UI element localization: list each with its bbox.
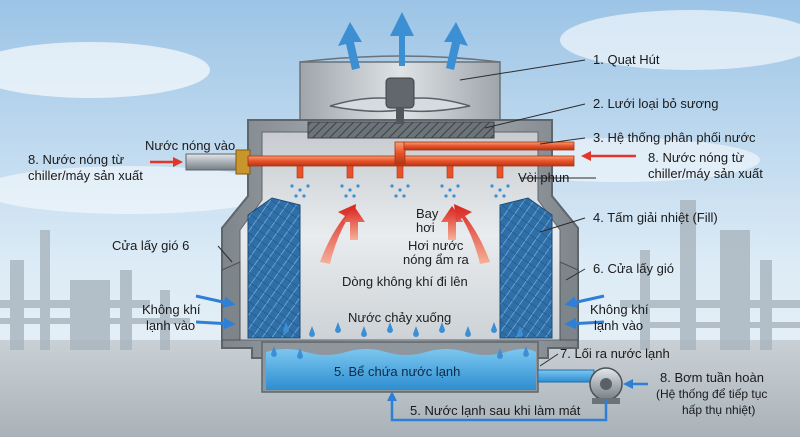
label-pump-3: hấp thụ nhiệt) xyxy=(682,403,755,417)
refinery-right xyxy=(620,200,800,350)
label-cold-air-left-1: Không khí xyxy=(142,302,201,317)
leader-lines xyxy=(217,59,596,367)
label-cold-outlet: 7. Lối ra nước lạnh xyxy=(560,346,670,361)
label-distribution: 3. Hệ thống phân phối nước xyxy=(593,130,756,145)
label-nozzle: Vòi phun xyxy=(518,170,569,185)
label-hot-left-1: 8. Nước nóng từ xyxy=(28,152,124,167)
fill-media-right xyxy=(499,197,553,339)
label-evap-2: hơi xyxy=(416,220,435,235)
distribution-pipe xyxy=(247,155,575,167)
falling-water-drops xyxy=(271,322,529,359)
label-pump-1: 8. Bơm tuần hoàn xyxy=(660,370,764,385)
label-hot-right-2: chiller/máy sản xuất xyxy=(648,166,763,181)
labels: 1. Quạt Hút 2. Lưới loại bỏ sương 3. Hệ … xyxy=(28,52,767,418)
label-drift-eliminator: 2. Lưới loại bỏ sương xyxy=(593,96,719,111)
pump-icon xyxy=(589,367,623,404)
nozzle-icon xyxy=(296,165,504,179)
label-basin: 5. Bể chứa nước lạnh xyxy=(334,364,460,379)
cooling-tower xyxy=(221,55,579,393)
exhaust-arrows xyxy=(338,12,468,70)
fill-media-left xyxy=(247,197,301,339)
label-vapor-1: Hơi nước xyxy=(408,238,464,253)
label-evap-1: Bay xyxy=(416,206,439,221)
fan-icon xyxy=(329,77,471,124)
label-hot-right-1: 8. Nước nóng từ xyxy=(648,150,744,165)
spray-drops xyxy=(290,184,510,198)
label-inlet-right: 6. Cửa lấy gió xyxy=(593,261,674,276)
label-cold-air-right-1: Không khí xyxy=(590,302,649,317)
label-hot-left-2: chiller/máy sản xuất xyxy=(28,168,143,183)
outlet-pipe xyxy=(537,369,595,383)
label-fan: 1. Quạt Hút xyxy=(593,52,660,67)
hot-inlet-arrows xyxy=(150,151,636,167)
hot-water-piping xyxy=(150,141,636,198)
riser-pipe xyxy=(394,141,406,165)
cold-air-arrows xyxy=(195,294,605,330)
label-airflow: Dòng không khí đi lên xyxy=(342,274,468,289)
return-pipe xyxy=(387,391,608,422)
drift-eliminator xyxy=(307,121,495,139)
label-cold-air-left-2: lạnh vào xyxy=(146,318,195,333)
label-fill: 4. Tấm giải nhiệt (Fill) xyxy=(593,210,718,225)
inlet-pipe-left xyxy=(185,153,239,171)
rising-vapor-arrows xyxy=(320,204,490,264)
cold-water-circuit xyxy=(387,367,648,422)
label-inlet-left: Cửa lấy gió 6 xyxy=(112,238,189,253)
label-pump-2: (Hệ thống để tiếp tục xyxy=(656,387,767,401)
label-hot-in-top: Nước nóng vào xyxy=(145,138,235,153)
label-return-line: 5. Nước lạnh sau khi làm mát xyxy=(410,403,581,418)
label-cold-air-right-2: lạnh vào xyxy=(594,318,643,333)
label-water-down: Nước chảy xuống xyxy=(348,310,451,325)
refinery-left xyxy=(0,230,190,350)
label-vapor-2: nóng ẩm ra xyxy=(403,252,470,267)
basin-water xyxy=(266,349,536,390)
